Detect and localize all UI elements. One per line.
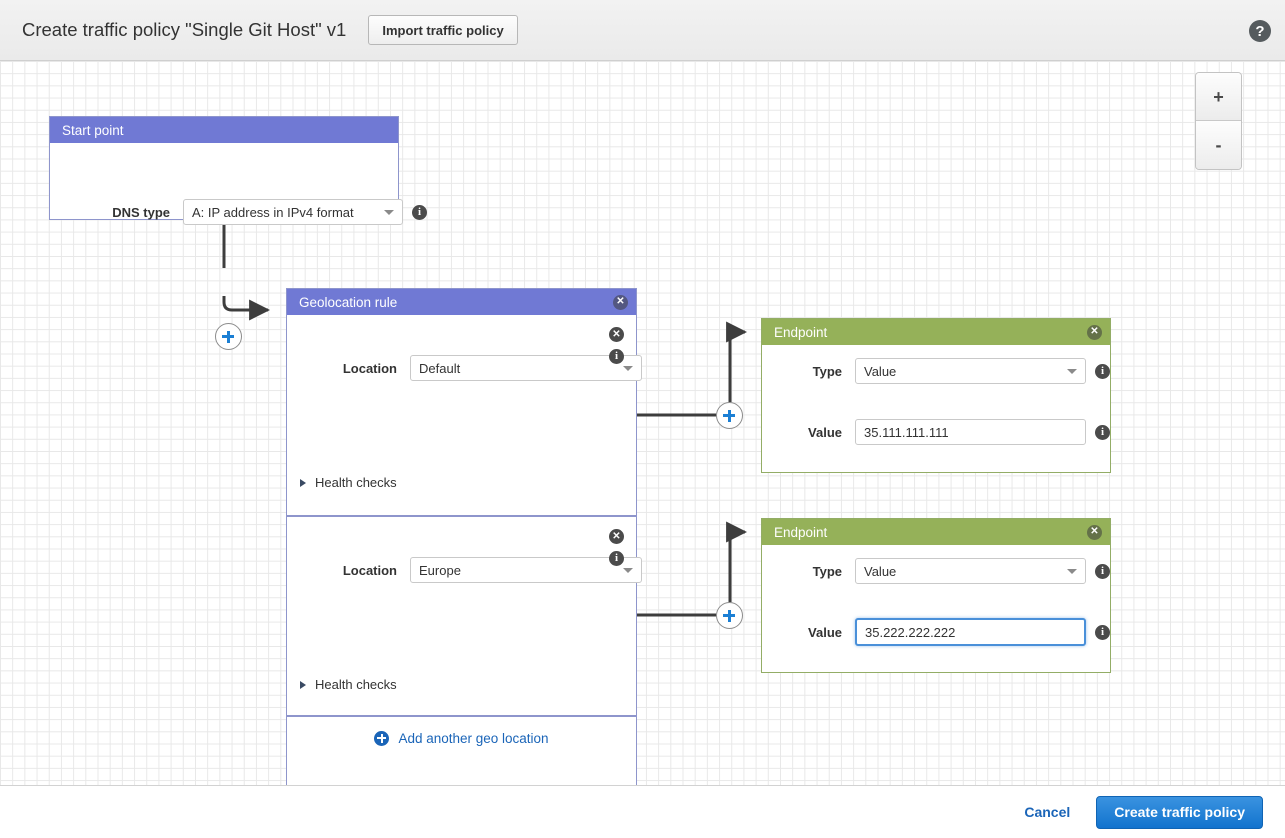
endpoint-header: Endpoint ✕ xyxy=(762,319,1110,345)
endpoint-value-info-icon[interactable]: i xyxy=(1095,624,1110,640)
cancel-button[interactable]: Cancel xyxy=(1024,804,1071,820)
start-point-header: Start point xyxy=(50,117,398,143)
connector-wires xyxy=(222,165,748,617)
endpoint-node[interactable]: Endpoint ✕ Type Value i Value 35.111.111… xyxy=(761,318,1111,473)
endpoint-value-label: Value xyxy=(808,624,842,640)
remove-geo-location-icon[interactable]: ✕ xyxy=(609,327,624,342)
start-point-body: DNS type A: IP address in IPv4 format i xyxy=(50,143,427,225)
endpoint-node[interactable]: Endpoint ✕ Type Value i Value 35.222.222… xyxy=(761,518,1111,673)
dns-type-value: A: IP address in IPv4 format xyxy=(192,204,354,220)
canvas-zoom-controls: + - xyxy=(1195,72,1242,170)
geolocation-rule-node[interactable]: Geolocation rule ✕ ✕ Location Default i … xyxy=(286,288,642,785)
chevron-down-icon xyxy=(384,210,394,215)
health-checks-disclosure[interactable]: Health checks xyxy=(300,475,397,490)
geo-location-section: ✕ Location Europe i Health checks xyxy=(287,515,642,715)
close-icon[interactable]: ✕ xyxy=(1087,524,1102,540)
endpoint-value-text: 35.222.222.222 xyxy=(865,624,956,640)
endpoint-type-value: Value xyxy=(864,563,897,579)
chevron-down-icon xyxy=(623,366,633,371)
endpoint-type-label: Type xyxy=(812,363,842,379)
close-icon[interactable]: ✕ xyxy=(1087,324,1102,340)
endpoint-title: Endpoint xyxy=(774,524,828,540)
health-checks-disclosure[interactable]: Health checks xyxy=(300,677,397,692)
endpoint-type-value: Value xyxy=(864,363,897,379)
endpoint-type-info-icon[interactable]: i xyxy=(1095,363,1110,379)
zoom-in-button[interactable]: + xyxy=(1196,73,1241,121)
policy-canvas[interactable]: Start point DNS type A: IP address in IP… xyxy=(0,61,1285,785)
junction-add-node-endpoint-2[interactable] xyxy=(716,602,743,629)
app-footer: Cancel Create traffic policy xyxy=(0,785,1285,838)
health-checks-label: Health checks xyxy=(315,475,397,490)
plus-circle-icon xyxy=(374,730,390,746)
endpoint-value-label: Value xyxy=(808,424,842,440)
page-title: Create traffic policy "Single Git Host" … xyxy=(22,19,347,40)
app-header: Create traffic policy "Single Git Host" … xyxy=(0,0,1285,61)
junction-add-node-start[interactable] xyxy=(215,323,242,350)
start-point-title: Start point xyxy=(62,122,124,138)
location-value: Default xyxy=(419,360,461,376)
geolocation-rule-header: Geolocation rule ✕ xyxy=(287,289,636,315)
endpoint-type-label: Type xyxy=(812,563,842,579)
geo-location-section: ✕ Location Default i Health checks xyxy=(287,315,642,515)
endpoint-type-select[interactable]: Value xyxy=(855,358,1086,384)
create-traffic-policy-button[interactable]: Create traffic policy xyxy=(1096,795,1263,829)
location-select[interactable]: Europe xyxy=(410,557,642,583)
dns-type-info-icon[interactable]: i xyxy=(412,204,427,220)
endpoint-body: Type Value i Value 35.222.222.222 i xyxy=(762,545,1110,672)
remove-geo-location-icon[interactable]: ✕ xyxy=(609,529,624,544)
dns-type-select[interactable]: A: IP address in IPv4 format xyxy=(183,199,403,225)
junction-add-node-endpoint-1[interactable] xyxy=(716,402,743,429)
location-value: Europe xyxy=(419,562,461,578)
chevron-right-icon xyxy=(300,680,306,689)
location-label: Location xyxy=(342,562,397,578)
location-label: Location xyxy=(342,360,397,376)
chevron-down-icon xyxy=(1067,569,1077,574)
endpoint-type-info-icon[interactable]: i xyxy=(1095,563,1110,579)
location-info-icon[interactable]: i xyxy=(609,349,624,364)
endpoint-type-select[interactable]: Value xyxy=(855,558,1086,584)
endpoint-body: Type Value i Value 35.111.111.111 i xyxy=(762,345,1110,472)
start-point-node[interactable]: Start point DNS type A: IP address in IP… xyxy=(49,116,427,225)
endpoint-value-info-icon[interactable]: i xyxy=(1095,424,1110,440)
add-geo-location-button[interactable]: Add another geo location xyxy=(287,715,636,759)
add-geo-location-label: Add another geo location xyxy=(398,730,549,746)
import-traffic-policy-button[interactable]: Import traffic policy xyxy=(368,15,518,45)
location-select[interactable]: Default xyxy=(410,355,642,381)
location-info-icon[interactable]: i xyxy=(609,551,624,566)
close-icon[interactable]: ✕ xyxy=(613,294,628,310)
endpoint-title: Endpoint xyxy=(774,324,828,340)
dns-type-label: DNS type xyxy=(112,204,170,220)
health-checks-label: Health checks xyxy=(315,677,397,692)
endpoint-value-input[interactable]: 35.111.111.111 xyxy=(855,419,1086,445)
endpoint-header: Endpoint ✕ xyxy=(762,519,1110,545)
endpoint-value-text: 35.111.111.111 xyxy=(864,424,949,440)
help-icon[interactable]: ? xyxy=(1249,20,1271,42)
chevron-down-icon xyxy=(1067,369,1077,374)
chevron-right-icon xyxy=(300,478,306,487)
geolocation-rule-title: Geolocation rule xyxy=(299,294,398,310)
endpoint-value-input[interactable]: 35.222.222.222 xyxy=(855,618,1086,646)
chevron-down-icon xyxy=(623,568,633,573)
zoom-out-button[interactable]: - xyxy=(1196,121,1241,169)
